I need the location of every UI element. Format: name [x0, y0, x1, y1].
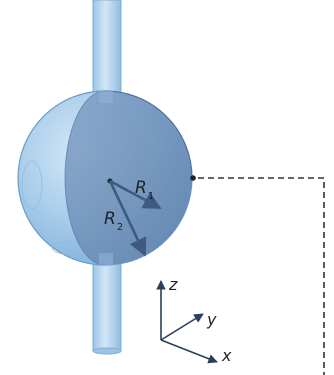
dashed-leader-line — [198, 177, 325, 375]
axis-x-arrow — [160, 339, 218, 364]
coordinate-axes: z y x — [156, 275, 232, 365]
cut-face — [64, 90, 193, 266]
r1-vector — [109, 179, 162, 210]
axis-x-label: x — [221, 346, 232, 365]
axis-y-label: y — [206, 310, 217, 329]
upper-tube — [92, 0, 122, 107]
radius-vectors: R1 R2 — [104, 178, 162, 257]
lower-tube — [92, 254, 122, 355]
r1-label: R1 — [135, 178, 154, 202]
axis-z-label: z — [168, 275, 178, 294]
boundary-leader — [190, 175, 325, 375]
r2-vector — [108, 180, 147, 257]
axis-y-arrow — [160, 313, 204, 341]
r2-label: R2 — [104, 209, 123, 233]
boundary-point — [190, 175, 196, 181]
